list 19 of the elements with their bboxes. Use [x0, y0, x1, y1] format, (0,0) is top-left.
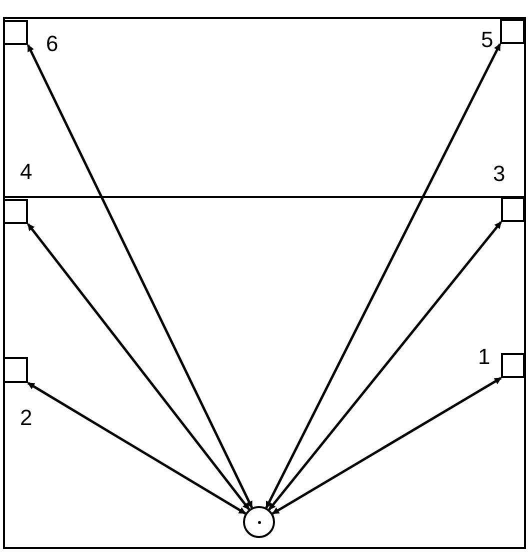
position-number: 5 — [481, 29, 494, 51]
double-arrow — [26, 44, 254, 508]
position-number: 4 — [20, 161, 32, 183]
ball-circle — [243, 506, 275, 538]
position-number: 1 — [478, 346, 490, 368]
marker-square — [3, 199, 28, 224]
double-arrow — [27, 382, 246, 515]
double-arrow — [265, 43, 502, 508]
double-arrow — [268, 221, 502, 510]
marker-square — [3, 357, 28, 383]
position-number: 2 — [20, 407, 32, 429]
marker-square — [3, 20, 28, 45]
marker-square — [501, 197, 525, 222]
double-arrow — [27, 223, 250, 510]
marker-square — [500, 19, 525, 44]
marker-square — [501, 353, 525, 378]
position-number: 3 — [493, 163, 506, 185]
double-arrow — [272, 376, 502, 515]
position-number: 6 — [46, 33, 58, 55]
